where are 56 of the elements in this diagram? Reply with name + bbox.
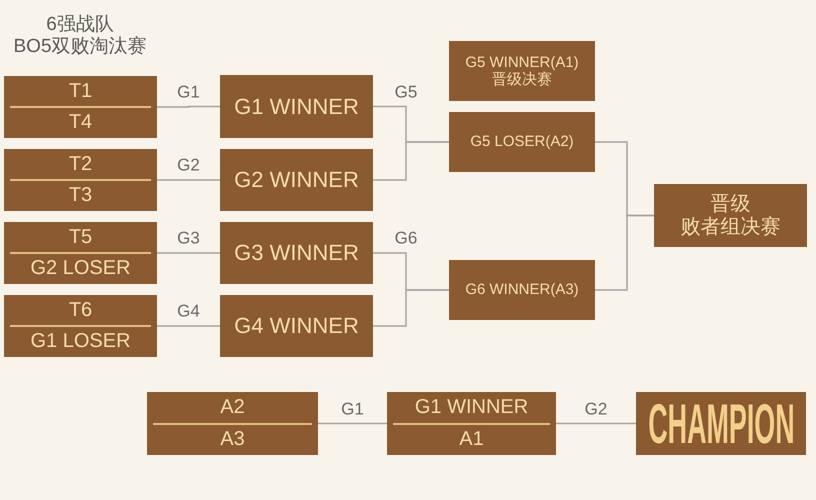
match-box bbox=[449, 260, 595, 320]
edge-label: G3 bbox=[175, 230, 202, 246]
entry-label: A1 bbox=[459, 428, 484, 451]
match-box bbox=[220, 222, 373, 284]
display-text: CHAMPION bbox=[648, 396, 794, 452]
edge-label: G2 bbox=[175, 156, 202, 174]
entry-label: G6 WINNER(A3) bbox=[465, 281, 579, 299]
match-box bbox=[4, 76, 157, 138]
result-box bbox=[636, 392, 806, 455]
match-box bbox=[387, 392, 556, 455]
entry-label: T1 bbox=[68, 80, 92, 103]
entry-label: T2 bbox=[68, 153, 92, 176]
connector-line bbox=[157, 106, 220, 108]
connector-line bbox=[556, 422, 636, 424]
entry-label: T6 bbox=[68, 299, 92, 322]
connector-line bbox=[157, 325, 220, 327]
entry-label: G2 WINNER bbox=[234, 167, 359, 193]
connector-line bbox=[157, 252, 220, 254]
match-box bbox=[449, 112, 595, 172]
match-box bbox=[147, 392, 318, 455]
match-box bbox=[220, 75, 373, 138]
entry-label: G5 WINNER(A1) bbox=[465, 54, 579, 71]
match-box bbox=[449, 41, 595, 101]
entry-label: T3 bbox=[68, 184, 92, 207]
edge-label: G2 bbox=[582, 400, 610, 417]
match-box bbox=[4, 222, 157, 284]
edge-label: G4 bbox=[175, 302, 202, 320]
match-box bbox=[4, 149, 157, 211]
entry-label: G1 LOSER bbox=[30, 330, 131, 353]
entry-label: T4 bbox=[68, 111, 92, 134]
match-box bbox=[654, 184, 807, 247]
bracket-title: 6强战队 BO5双败淘汰赛 bbox=[14, 14, 146, 58]
match-box bbox=[4, 295, 157, 357]
connector-line bbox=[373, 289, 449, 327]
entry-label: G1 WINNER bbox=[414, 396, 528, 420]
entry-label: G4 WINNER bbox=[234, 313, 359, 339]
entry-label: G5 LOSER(A2) bbox=[470, 133, 574, 151]
connector-line bbox=[318, 422, 387, 424]
connector-line bbox=[373, 141, 449, 181]
edge-label: G6 bbox=[392, 230, 420, 246]
entry-label: 晋级决赛 bbox=[492, 71, 552, 88]
match-box bbox=[220, 295, 373, 357]
entry-label: G3 WINNER bbox=[234, 240, 359, 266]
entry-label: 败者组决赛 bbox=[680, 216, 780, 238]
connector-line bbox=[157, 179, 220, 181]
entry-label: G1 WINNER bbox=[234, 94, 359, 120]
connector-line bbox=[595, 214, 654, 291]
entry-label: T5 bbox=[68, 226, 92, 249]
entry-label: G2 LOSER bbox=[30, 257, 131, 280]
entry-label: 晋级 bbox=[710, 192, 750, 216]
edge-label: G5 bbox=[392, 83, 420, 100]
edge-label: G1 bbox=[339, 400, 366, 417]
entry-label: A2 bbox=[220, 396, 245, 420]
edge-label: G1 bbox=[175, 84, 202, 100]
entry-label: A3 bbox=[220, 428, 245, 451]
match-box bbox=[220, 149, 373, 211]
